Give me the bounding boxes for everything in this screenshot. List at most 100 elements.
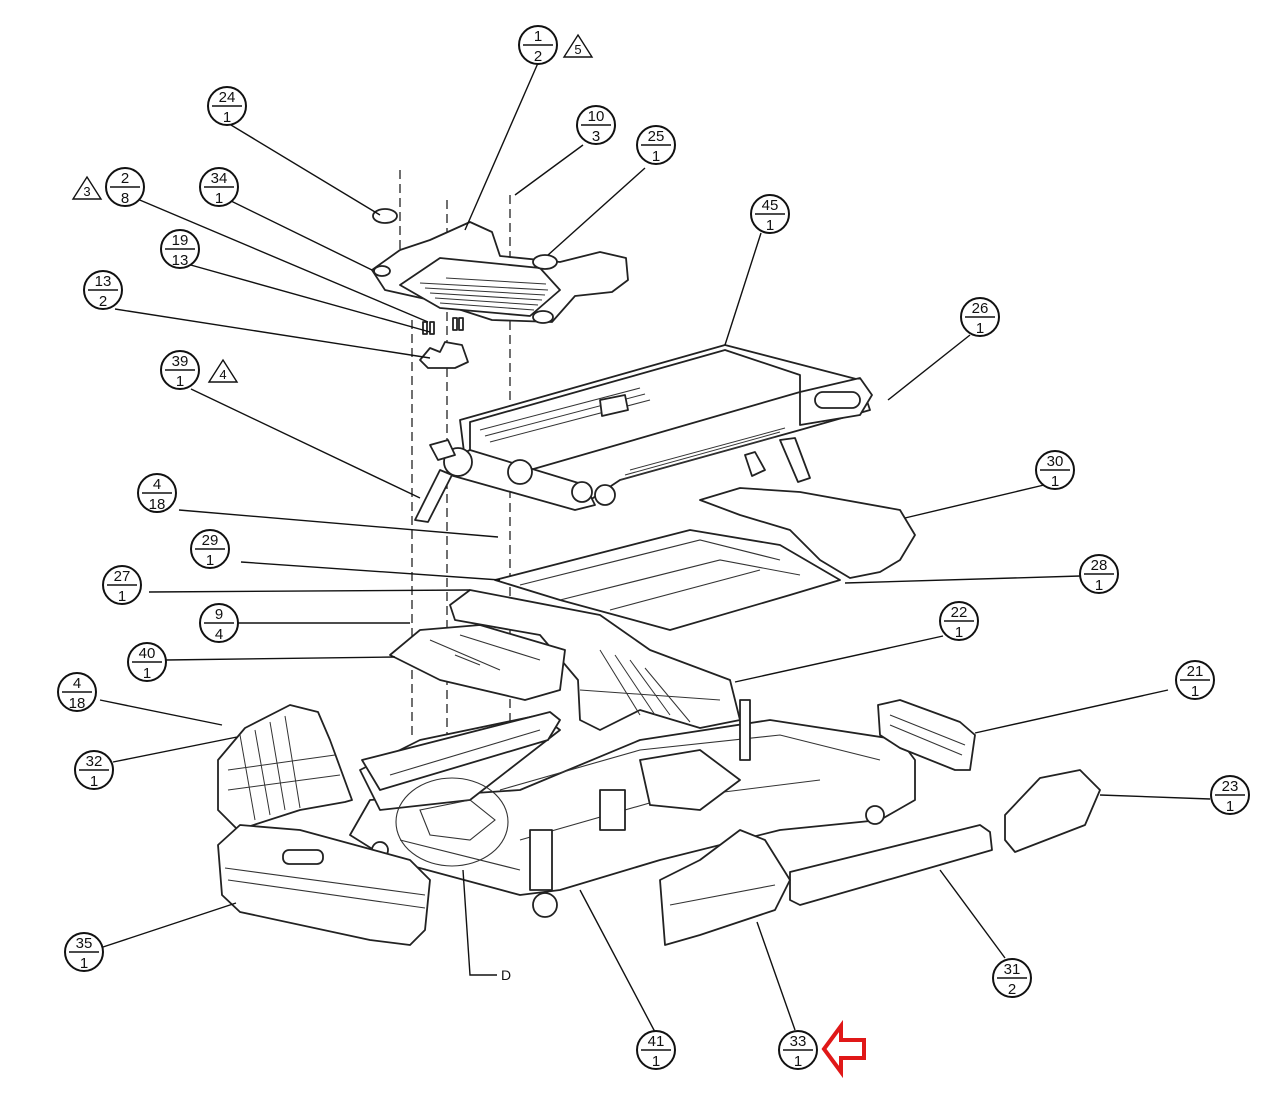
svg-text:13: 13 bbox=[172, 252, 189, 269]
balloon-10: 103 bbox=[576, 105, 616, 145]
svg-text:39: 39 bbox=[172, 353, 189, 370]
svg-text:1: 1 bbox=[223, 109, 231, 126]
balloon-13: 132 bbox=[83, 270, 123, 310]
crossmember-brackets bbox=[449, 589, 741, 731]
svg-text:27: 27 bbox=[114, 568, 131, 585]
svg-text:4: 4 bbox=[219, 367, 226, 382]
svg-text:2: 2 bbox=[99, 293, 107, 310]
svg-text:8: 8 bbox=[121, 190, 129, 207]
svg-text:24: 24 bbox=[219, 89, 236, 106]
svg-text:1: 1 bbox=[1051, 473, 1059, 490]
balloon-28: 281 bbox=[1079, 554, 1119, 594]
balloon-1: 12 bbox=[518, 25, 558, 65]
front-covers bbox=[659, 699, 1101, 946]
lower-pan-and-shroud bbox=[494, 487, 916, 631]
svg-text:35: 35 bbox=[76, 935, 93, 952]
svg-text:28: 28 bbox=[1091, 557, 1108, 574]
svg-text:13: 13 bbox=[95, 273, 112, 290]
svg-text:1: 1 bbox=[90, 773, 98, 790]
svg-text:10: 10 bbox=[588, 108, 605, 125]
svg-text:18: 18 bbox=[69, 695, 86, 712]
svg-text:1: 1 bbox=[766, 217, 774, 234]
balloon-4-lower: 418 bbox=[57, 672, 97, 712]
svg-text:1: 1 bbox=[176, 373, 184, 390]
balloon-25: 251 bbox=[636, 125, 676, 165]
balloon-22: 221 bbox=[939, 601, 979, 641]
detail-d-circle bbox=[395, 777, 509, 867]
svg-text:1: 1 bbox=[118, 588, 126, 605]
balloon-27: 271 bbox=[102, 565, 142, 605]
svg-text:32: 32 bbox=[86, 753, 103, 770]
svg-text:3: 3 bbox=[592, 128, 600, 145]
balloon-24: 241 bbox=[207, 86, 247, 126]
left-side-rail bbox=[361, 711, 561, 791]
svg-text:25: 25 bbox=[648, 128, 665, 145]
svg-text:2: 2 bbox=[1008, 981, 1016, 998]
svg-text:2: 2 bbox=[121, 170, 129, 187]
svg-text:5: 5 bbox=[574, 42, 581, 57]
svg-text:1: 1 bbox=[206, 552, 214, 569]
detail-d-label: D bbox=[501, 967, 511, 983]
balloon-23: 231 bbox=[1210, 775, 1250, 815]
base-frame bbox=[349, 699, 916, 918]
svg-text:1: 1 bbox=[215, 190, 223, 207]
balloon-21: 211 bbox=[1175, 660, 1215, 700]
svg-text:1: 1 bbox=[143, 665, 151, 682]
balloon-40: 401 bbox=[127, 642, 167, 682]
svg-text:33: 33 bbox=[790, 1033, 807, 1050]
leader-lines bbox=[99, 62, 1211, 1033]
revision-flag-3: 3 bbox=[71, 175, 103, 200]
revision-flag-4: 4 bbox=[207, 358, 239, 383]
rear-hood bbox=[217, 824, 431, 946]
balloon-4-upper: 418 bbox=[137, 473, 177, 513]
svg-text:1: 1 bbox=[652, 148, 660, 165]
svg-text:34: 34 bbox=[211, 170, 228, 187]
svg-text:18: 18 bbox=[149, 496, 166, 513]
svg-text:1: 1 bbox=[976, 320, 984, 337]
balloon-29: 291 bbox=[190, 529, 230, 569]
balloon-34: 341 bbox=[199, 167, 239, 207]
svg-text:19: 19 bbox=[172, 232, 189, 249]
balloon-2: 28 bbox=[105, 167, 145, 207]
svg-text:1: 1 bbox=[80, 955, 88, 972]
svg-text:45: 45 bbox=[762, 197, 779, 214]
balloon-32: 321 bbox=[74, 750, 114, 790]
small-brackets bbox=[419, 317, 469, 369]
svg-text:1: 1 bbox=[1191, 683, 1199, 700]
svg-text:2: 2 bbox=[534, 48, 542, 65]
svg-text:21: 21 bbox=[1187, 663, 1204, 680]
svg-text:1: 1 bbox=[1095, 577, 1103, 594]
highlight-arrow-icon bbox=[821, 1019, 866, 1079]
deck-belt-assembly bbox=[414, 344, 873, 523]
svg-text:29: 29 bbox=[202, 532, 219, 549]
svg-text:4: 4 bbox=[215, 626, 223, 643]
balloon-31: 312 bbox=[992, 958, 1032, 998]
balloon-35: 351 bbox=[64, 932, 104, 972]
svg-text:31: 31 bbox=[1004, 961, 1021, 978]
svg-text:4: 4 bbox=[73, 675, 81, 692]
svg-text:1: 1 bbox=[652, 1053, 660, 1070]
balloon-39: 391 bbox=[160, 350, 200, 390]
svg-text:4: 4 bbox=[153, 476, 161, 493]
left-rear-cover bbox=[217, 704, 353, 831]
console-top-cover bbox=[371, 208, 629, 324]
svg-text:1: 1 bbox=[1226, 798, 1234, 815]
svg-text:9: 9 bbox=[215, 606, 223, 623]
balloon-26: 261 bbox=[960, 297, 1000, 337]
svg-text:1: 1 bbox=[534, 28, 542, 45]
svg-text:1: 1 bbox=[955, 624, 963, 641]
revision-flags: 5 3 4 bbox=[71, 33, 594, 383]
svg-text:40: 40 bbox=[139, 645, 156, 662]
svg-text:23: 23 bbox=[1222, 778, 1239, 795]
svg-text:41: 41 bbox=[648, 1033, 665, 1050]
svg-text:26: 26 bbox=[972, 300, 989, 317]
balloon-30: 301 bbox=[1035, 450, 1075, 490]
svg-text:22: 22 bbox=[951, 604, 968, 621]
balloon-45: 451 bbox=[750, 194, 790, 234]
revision-flag-5: 5 bbox=[562, 33, 594, 58]
balloon-33: 331 bbox=[778, 1030, 818, 1070]
svg-text:1: 1 bbox=[794, 1053, 802, 1070]
svg-text:30: 30 bbox=[1047, 453, 1064, 470]
